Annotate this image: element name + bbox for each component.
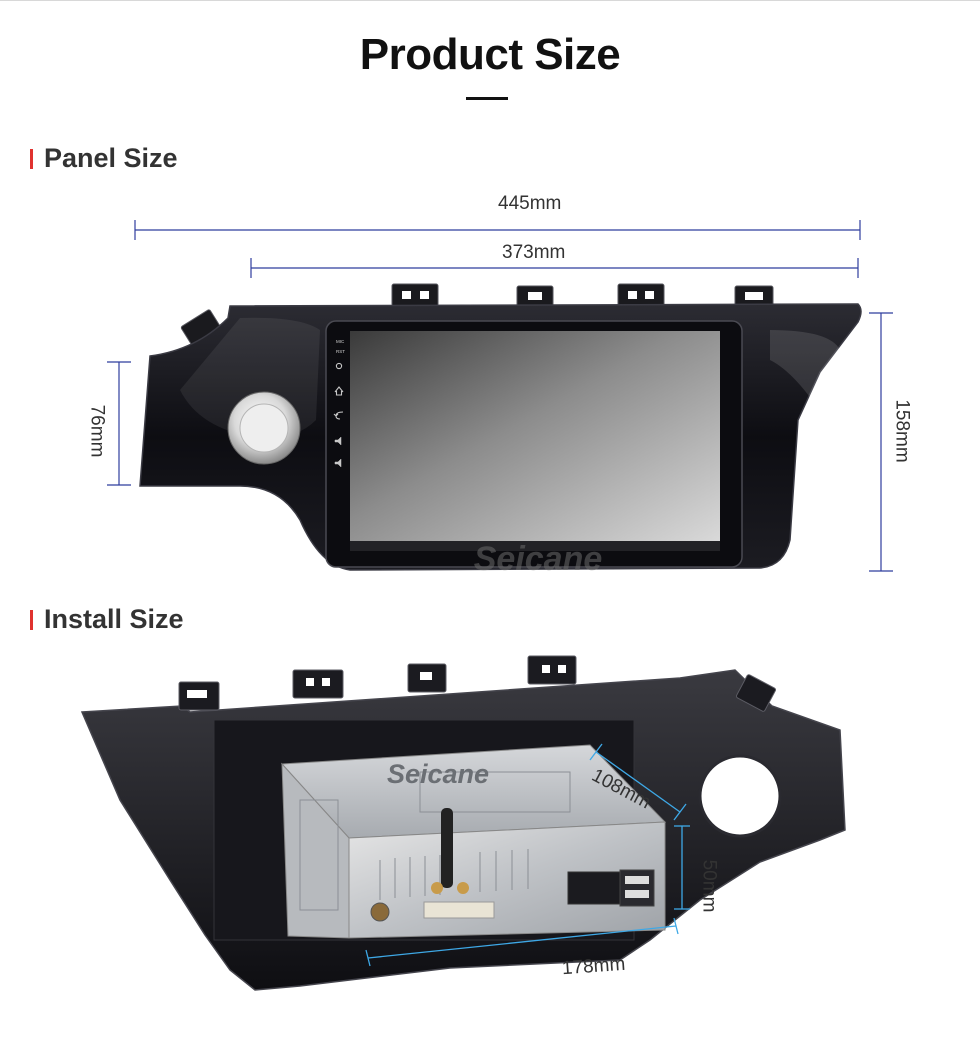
heading-accent-bar (30, 609, 33, 630)
power-icon (335, 362, 343, 370)
install-size-heading: Install Size (30, 604, 184, 635)
mic-label: MIC (336, 339, 345, 344)
frame-knob-hole (698, 754, 782, 838)
pin-connector (423, 901, 495, 919)
home-icon (334, 386, 344, 396)
dim-label-373: 373mm (502, 242, 566, 263)
install-size-heading-text: Install Size (44, 604, 184, 634)
dim-line-76 (107, 361, 131, 486)
tab-holes (402, 291, 763, 300)
install-tab-holes (187, 665, 566, 698)
panel-size-heading-text: Panel Size (44, 143, 178, 173)
dim-line-50 (674, 825, 690, 910)
head-unit-vents (299, 771, 571, 911)
mounting-tabs (180, 283, 774, 346)
dim-line-108 (589, 743, 687, 821)
top-divider (0, 0, 980, 1)
dim-label-158: 158mm (891, 399, 913, 463)
antenna (441, 808, 453, 888)
dim-line-158 (869, 312, 893, 572)
dim-label-50: 50mm (698, 859, 720, 913)
panel-watermark: Seicane (474, 540, 603, 578)
gps-connector (370, 902, 390, 922)
dim-label-445: 445mm (498, 193, 562, 214)
page-title: Product Size (359, 30, 621, 79)
usb-ports (619, 869, 655, 907)
dim-line-373 (250, 258, 859, 278)
panel-size-heading: Panel Size (30, 143, 178, 174)
dim-label-76: 76mm (86, 404, 108, 458)
dim-line-178 (365, 917, 679, 967)
dim-line-445 (134, 220, 861, 240)
harness-connector (567, 871, 621, 905)
screen-display (350, 331, 720, 541)
bezel-side-buttons (333, 362, 344, 468)
install-brand-label: Seicane (387, 759, 489, 789)
title-underline (466, 97, 508, 100)
volume-down-icon (334, 458, 342, 468)
heading-accent-bar (30, 148, 33, 169)
rst-label: RST (336, 349, 345, 354)
back-icon (333, 411, 344, 420)
volume-up-icon (334, 436, 342, 446)
dim-label-178: 178mm (561, 953, 626, 980)
